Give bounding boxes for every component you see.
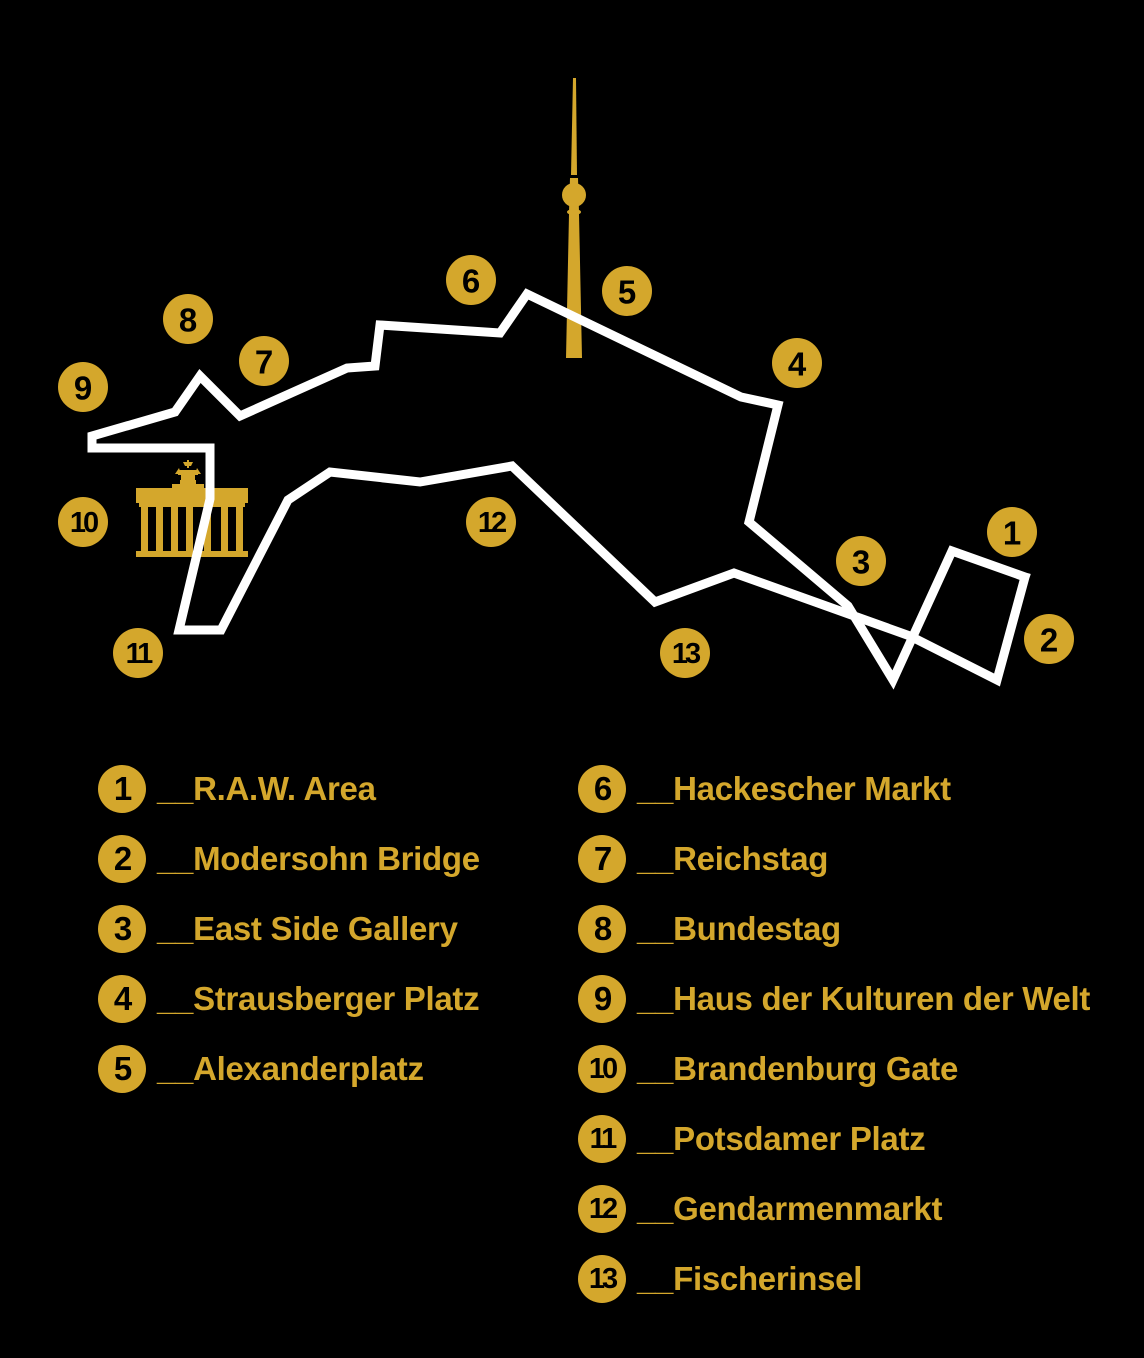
- map-marker-circle: [660, 628, 710, 678]
- legend-number-badge: 4: [98, 975, 146, 1023]
- map-marker-circle: [446, 255, 496, 305]
- map-marker-5: 5: [602, 266, 652, 316]
- legend-item-7: 7 __Reichstag: [578, 835, 828, 883]
- legend-label: __Modersohn Bridge: [157, 840, 480, 877]
- brandenburg-gate-icon: [136, 460, 248, 557]
- legend-number-badge: 8: [578, 905, 626, 953]
- legend-item-6: 6 __Hackescher Markt: [578, 765, 951, 813]
- map-marker-8: 8: [163, 294, 213, 344]
- map-marker-number: 9: [74, 370, 92, 407]
- legend-label: __Reichstag: [637, 840, 829, 877]
- map-marker-number: 3: [852, 544, 870, 581]
- map-marker-2: 2: [1024, 614, 1074, 664]
- map-marker-1: 1: [987, 507, 1037, 557]
- map-marker-number: 1: [1003, 515, 1021, 552]
- map-marker-circle: [239, 336, 289, 386]
- legend-item-3: 3 __East Side Gallery: [98, 905, 458, 953]
- map-marker-number: 10: [70, 507, 98, 539]
- legend-item-10: 10 __Brandenburg Gate: [578, 1045, 958, 1093]
- legend-item-12: 12 __Gendarmenmarkt: [578, 1185, 942, 1233]
- legend-number-badge: 6: [578, 765, 626, 813]
- legend-label: __Fischerinsel: [637, 1260, 863, 1297]
- legend-label: __Haus der Kulturen der Welt: [637, 980, 1091, 1017]
- map-marker-number: 8: [179, 302, 197, 339]
- map-marker-9: 9: [58, 362, 108, 412]
- map-marker-circle: [58, 362, 108, 412]
- map-marker-circle: [772, 338, 822, 388]
- map-marker-circle: [163, 294, 213, 344]
- map-marker-number: 7: [255, 344, 273, 381]
- map-marker-circle: [113, 628, 163, 678]
- legend-item-13: 13 __Fischerinsel: [578, 1255, 862, 1303]
- legend-number-badge: 9: [578, 975, 626, 1023]
- map-marker-number: 6: [462, 263, 480, 300]
- legend-label: __Strausberger Platz: [157, 980, 480, 1017]
- legend-item-1: 1 __R.A.W. Area: [98, 765, 376, 813]
- map-marker-6: 6: [446, 255, 496, 305]
- map-marker-11: 11: [113, 628, 163, 678]
- legend-item-2: 2 __Modersohn Bridge: [98, 835, 480, 883]
- legend-label: __Gendarmenmarkt: [637, 1190, 943, 1227]
- map-marker-number: 4: [788, 346, 807, 383]
- legend-number-badge: 13: [578, 1255, 626, 1303]
- map-marker-12: 12: [466, 497, 516, 547]
- legend-number-badge: 3: [98, 905, 146, 953]
- legend-number-badge: 12: [578, 1185, 626, 1233]
- legend-item-4: 4 __Strausberger Platz: [98, 975, 480, 1023]
- legend-item-11: 11 __Potsdamer Platz: [578, 1115, 926, 1163]
- map-marker-7: 7: [239, 336, 289, 386]
- legend-number-badge: 11: [578, 1115, 626, 1163]
- map-marker-number: 13: [672, 638, 701, 670]
- legend-item-8: 8 __Bundestag: [578, 905, 841, 953]
- legend-label: __R.A.W. Area: [157, 770, 376, 807]
- legend-item-9: 9 __Haus der Kulturen der Welt: [578, 975, 1090, 1023]
- map-marker-circle: [602, 266, 652, 316]
- map-marker-4: 4: [772, 338, 822, 388]
- map-marker-10: 10: [58, 497, 108, 547]
- legend-label: __Bundestag: [637, 910, 841, 947]
- map-marker-number: 2: [1040, 622, 1058, 659]
- map-marker-number: 12: [478, 507, 506, 539]
- legend-label: __East Side Gallery: [157, 910, 458, 947]
- map-marker-circle: [987, 507, 1037, 557]
- legend-item-5: 5 __Alexanderplatz: [98, 1045, 424, 1093]
- map-marker-circle: [466, 497, 516, 547]
- map-marker-13: 13: [660, 628, 710, 678]
- legend-label: __Brandenburg Gate: [637, 1050, 959, 1087]
- map-marker-circle: [58, 497, 108, 547]
- map-marker-number: 5: [618, 274, 636, 311]
- map-marker-3: 3: [836, 536, 886, 586]
- legend-number-badge: 1: [98, 765, 146, 813]
- legend-label: __Hackescher Markt: [637, 770, 951, 807]
- map-marker-number: 11: [126, 638, 154, 670]
- legend-label: __Potsdamer Platz: [637, 1120, 926, 1157]
- map-marker-circle: [1024, 614, 1074, 664]
- legend-label: __Alexanderplatz: [157, 1050, 424, 1087]
- walking-route-line: [87, 288, 1031, 690]
- legend-number-badge: 2: [98, 835, 146, 883]
- legend-number-badge: 5: [98, 1045, 146, 1093]
- legend-number-badge: 10: [578, 1045, 626, 1093]
- map-marker-circle: [836, 536, 886, 586]
- legend-number-badge: 7: [578, 835, 626, 883]
